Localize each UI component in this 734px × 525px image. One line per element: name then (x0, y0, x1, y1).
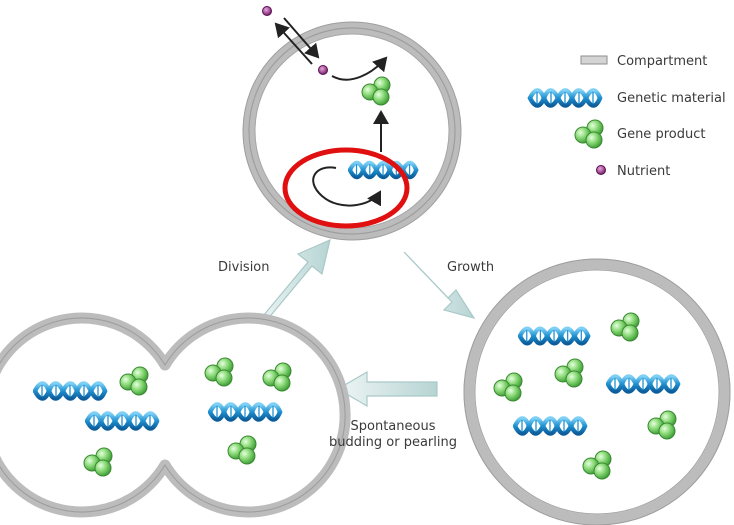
legend-genetic-material-label: Genetic material (617, 91, 726, 106)
legend-genetic-material: Genetic material (530, 91, 726, 107)
growth-arrow (403, 251, 476, 319)
legend-gene-product: Gene product (574, 119, 705, 149)
replication-arrow (312, 166, 380, 207)
gene-product-icon (574, 119, 604, 149)
legend-nutrient: Nutrient (596, 164, 670, 179)
grown-cell (463, 258, 731, 525)
growth-label: Growth (447, 260, 494, 275)
legend-compartment: Compartment (580, 54, 707, 69)
budding-label-line2: budding or pearling (329, 435, 457, 450)
division-label: Division (218, 260, 270, 275)
division-arrow (257, 238, 331, 327)
legend: Compartment Genetic material Gene produc… (530, 54, 726, 179)
dividing-cell (0, 312, 351, 518)
nutrient-icon (318, 65, 328, 75)
budding-arrow (336, 370, 438, 408)
highlight-ring (282, 147, 410, 229)
legend-gene-product-label: Gene product (617, 127, 705, 142)
legend-compartment-label: Compartment (617, 54, 707, 69)
nutrient-outflow-arrow (274, 22, 313, 65)
compartment-icon (580, 55, 608, 65)
metabolism-arrow (331, 56, 388, 81)
nutrient-icon (262, 6, 272, 16)
dna-icon (530, 91, 600, 106)
budding-label-line1: Spontaneous (351, 419, 436, 434)
top-cell (242, 21, 462, 241)
legend-nutrient-label: Nutrient (617, 164, 670, 179)
nutrient-icon (596, 165, 606, 175)
